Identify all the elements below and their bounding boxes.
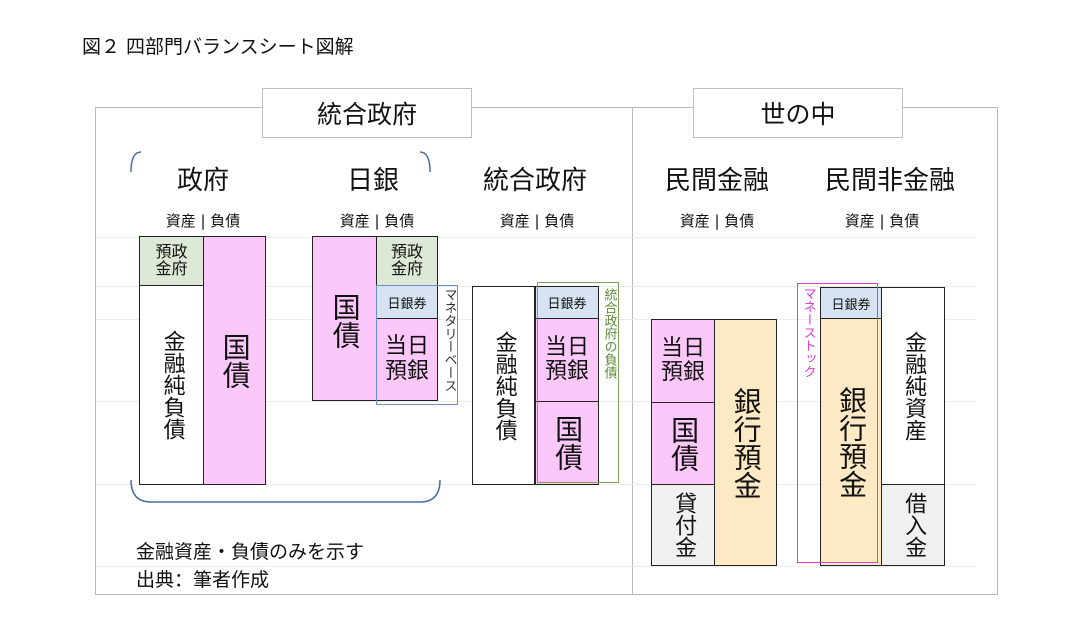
cons-net-liab-block: 金融純負債	[472, 286, 535, 485]
boj-current-block: 当日 預銀	[376, 318, 438, 401]
fin-deposits-label: 銀行預金	[729, 386, 763, 499]
fin-jgb-label: 国債	[667, 415, 701, 472]
money-base-label: マネタリーベース	[441, 288, 457, 392]
cons-liab-label: 統合政府の負債	[601, 288, 617, 379]
boj-jgb-label: 国債	[328, 293, 362, 349]
fin-deposits-block: 銀行預金	[714, 319, 777, 566]
group-bracket	[130, 151, 441, 503]
boj-notes-label: 日銀券	[387, 296, 427, 312]
fin-loans-label: 貸付金	[671, 492, 697, 558]
money-base-outline	[376, 285, 458, 405]
sub-gov: 資産 | 負債	[165, 212, 241, 230]
note-line2: 出典：筆者作成	[136, 569, 270, 591]
boj-gov-deposit-block: 預政 金府	[376, 236, 438, 286]
sub-private-fin: 資産 | 負債	[679, 212, 755, 230]
fin-current-block: 当日 預銀	[651, 319, 715, 403]
fin-loans-block: 貸付金	[651, 484, 715, 566]
heading-boj: 日銀	[346, 166, 399, 196]
cons-liab-outline	[537, 282, 619, 483]
heading-gov: 政府	[176, 166, 229, 196]
nf-net-assets-label: 金融純資産	[901, 331, 927, 441]
fin-current-line2: 預銀	[660, 360, 705, 385]
sub-private-nonfin: 資産 | 負債	[844, 212, 920, 230]
cons-current-block: 当日 預銀	[535, 318, 599, 402]
guide-line	[96, 566, 976, 567]
cons-net-liab-label: 金融純負債	[491, 330, 517, 441]
gov-deposit-line2: 金府	[155, 259, 188, 278]
section-title-society: 世の中	[693, 88, 903, 138]
money-stock-label-wrap: マネーストック	[799, 287, 817, 457]
sub-boj: 資産 | 負債	[339, 212, 415, 230]
nf-borrowing-label: 借入金	[901, 492, 927, 558]
figure-title: 図２ 四部門バランスシート図解	[82, 36, 354, 58]
boj-notes-block: 日銀券	[376, 285, 438, 319]
cons-notes-label: 日銀券	[547, 297, 587, 312]
gov-deposit-line1: 預政	[155, 242, 188, 262]
gov-net-liab-label: 金融純負債	[159, 330, 185, 440]
nf-borrowing-block: 借入金	[881, 484, 945, 566]
nf-net-assets-block: 金融純資産	[881, 287, 945, 485]
cons-liab-label-wrap: 統合政府の負債	[600, 288, 618, 484]
cons-jgb-label: 国債	[551, 415, 585, 471]
note-line1: 金融資産・負債のみを示す	[136, 541, 365, 563]
boj-current-line1: 当日	[384, 334, 429, 360]
fin-current-line1: 当日	[660, 335, 705, 361]
guide-line	[96, 237, 976, 238]
nf-notes-block: 日銀券	[820, 287, 882, 319]
nf-deposits-block: 銀行預金	[820, 318, 882, 566]
heading-consolidated: 統合政府	[482, 166, 587, 196]
heading-private-fin: 民間金融	[664, 166, 769, 196]
gov-net-liab-block: 金融純負債	[139, 285, 204, 485]
fin-jgb-block: 国債	[651, 402, 715, 485]
boj-jgb-block: 国債	[312, 236, 377, 401]
cons-current-line1: 当日	[544, 334, 589, 360]
money-base-label-wrap: マネタリーベース	[440, 288, 458, 402]
heading-private-nonfin: 民間非金融	[824, 166, 955, 196]
gov-jgb-label: 国債	[218, 332, 252, 389]
money-stock-label: マネーストック	[800, 287, 816, 378]
cons-current-line2: 預銀	[544, 359, 589, 384]
sub-consolidated: 資産 | 負債	[499, 212, 575, 230]
gov-jgb-block: 国債	[203, 236, 266, 485]
nf-deposits-label: 銀行預金	[835, 386, 869, 498]
boj-gov-deposit-line2: 金府	[390, 259, 423, 278]
gov-deposit-block: 預政 金府	[139, 236, 204, 286]
nf-notes-label: 日銀券	[831, 297, 871, 313]
boj-gov-deposit-line1: 預政	[390, 242, 423, 262]
boj-current-line2: 預銀	[384, 358, 429, 384]
cons-jgb-block: 国債	[535, 401, 599, 485]
section-title-consolidated: 統合政府	[262, 88, 472, 138]
money-stock-outline	[797, 283, 878, 563]
